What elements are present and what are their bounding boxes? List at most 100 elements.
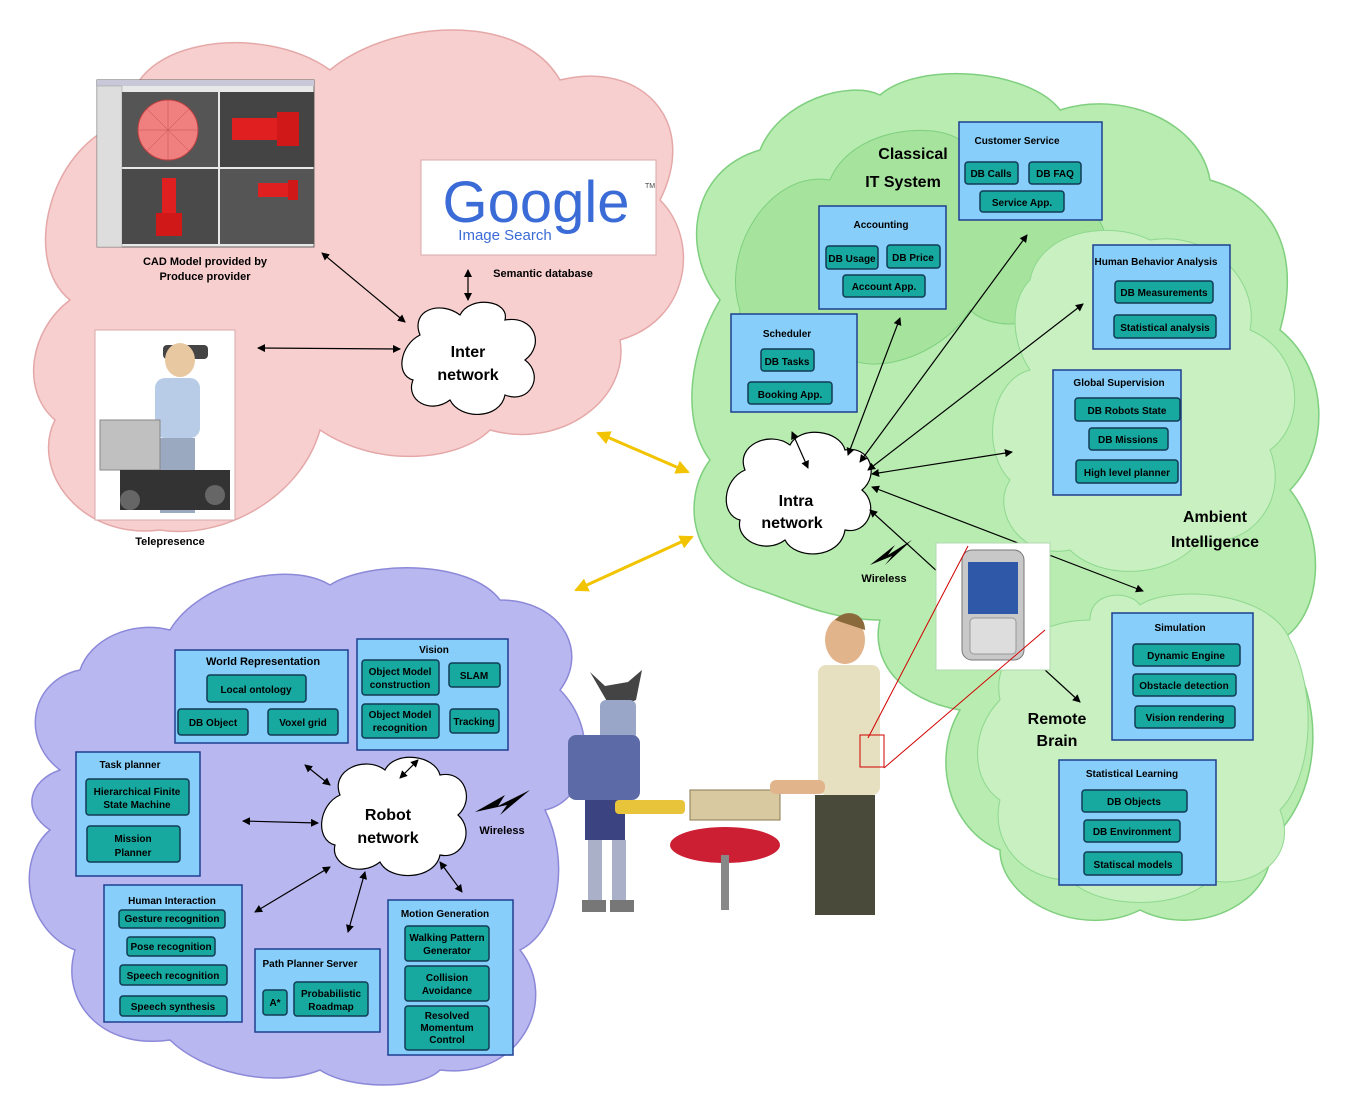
db-tasks: DB Tasks xyxy=(765,357,810,368)
classical-it-label-line1: Classical xyxy=(878,146,947,163)
voxel-grid: Voxel grid xyxy=(279,718,327,729)
google-image-search-logo: Google TM Image Search xyxy=(420,159,657,256)
statistical-learning-title: Statistical Learning xyxy=(1086,769,1178,780)
simulation-box: Simulation Dynamic Engine Obstacle detec… xyxy=(1111,612,1254,741)
google-tm: TM xyxy=(645,183,655,190)
arrow-robot-vision xyxy=(399,759,419,779)
probabilistic-roadmap-line2: Roadmap xyxy=(308,1002,354,1013)
object-model-recognition-line2: recognition xyxy=(373,723,427,734)
google-subtitle: Image Search xyxy=(458,227,551,244)
resolved-momentum-line3: Control xyxy=(429,1035,465,1046)
semantic-database-caption: Semantic database xyxy=(493,268,593,280)
world-representation-box: World Representation Local ontology DB O… xyxy=(174,649,349,744)
robot-human-photo xyxy=(568,545,1046,915)
speech-recognition: Speech recognition xyxy=(127,971,220,982)
vision-box: Vision Object Model construction SLAM Ob… xyxy=(356,638,509,751)
pose-recognition: Pose recognition xyxy=(130,942,211,953)
db-usage: DB Usage xyxy=(828,254,876,265)
vision-rendering: Vision rendering xyxy=(1146,713,1225,724)
gesture-recognition: Gesture recognition xyxy=(124,914,219,925)
db-calls: DB Calls xyxy=(970,169,1012,180)
remote-brain-line2: Brain xyxy=(1037,733,1078,750)
db-environment: DB Environment xyxy=(1093,827,1172,838)
a-star: A* xyxy=(269,998,280,1009)
scheduler-box: Scheduler DB Tasks Booking App. xyxy=(730,313,858,413)
accounting-title: Accounting xyxy=(854,220,909,231)
accounting-box: Accounting DB Usage DB Price Account App… xyxy=(818,205,947,310)
arrow-telepresence-internet xyxy=(257,344,401,353)
telepresence-photo xyxy=(94,329,236,521)
wireless-label-robot: Wireless xyxy=(479,825,524,837)
google-wordmark: Google xyxy=(442,170,629,235)
customer-service-title: Customer Service xyxy=(974,136,1059,147)
probabilistic-roadmap-line1: Probabilistic xyxy=(301,989,361,1000)
motion-generation-title: Motion Generation xyxy=(401,909,489,920)
walking-pattern-line2: Generator xyxy=(423,946,471,957)
db-objects: DB Objects xyxy=(1107,797,1161,808)
motion-generation-box: Motion Generation Walking Pattern Genera… xyxy=(387,899,514,1056)
yellow-arrow-internet-intranet xyxy=(596,431,690,474)
mission-planner-line1: Mission xyxy=(114,834,151,845)
cad-caption-line2: Produce provider xyxy=(159,271,251,283)
arrow-robot-human-interaction xyxy=(254,866,331,913)
arrow-robot-motion-generation xyxy=(439,861,463,893)
scheduler-title: Scheduler xyxy=(763,329,811,340)
human-interaction-title: Human Interaction xyxy=(128,896,216,907)
human-interaction-box: Human Interaction Gesture recognition Po… xyxy=(103,884,243,1023)
remote-brain-line1: Remote xyxy=(1028,711,1087,728)
cad-caption-line1: CAD Model provided by xyxy=(143,256,268,268)
intra-network-line2: network xyxy=(761,515,822,532)
collision-avoidance-line1: Collision xyxy=(426,973,468,984)
statistical-analysis: Statistical analysis xyxy=(1120,323,1210,334)
statiscal-models: Statiscal models xyxy=(1094,860,1173,871)
inter-network-node: Inter network xyxy=(401,301,536,415)
cad-model-screenshot xyxy=(96,79,315,248)
arrow-intra-global-supervision xyxy=(871,449,1013,477)
object-model-construction-line1: Object Model xyxy=(369,667,432,678)
slam: SLAM xyxy=(460,671,488,682)
service-app: Service App. xyxy=(992,198,1052,209)
statistical-learning-box: Statistical Learning DB Objects DB Envir… xyxy=(1058,759,1217,886)
walking-pattern-line1: Walking Pattern xyxy=(409,933,484,944)
db-price: DB Price xyxy=(892,253,934,264)
resolved-momentum-line2: Momentum xyxy=(420,1023,473,1034)
db-robots-state: DB Robots State xyxy=(1088,406,1167,417)
task-planner-box: Task planner Hierarchical Finite State M… xyxy=(75,751,201,877)
human-behavior-title: Human Behavior Analysis xyxy=(1094,257,1217,268)
human-behavior-analysis-box: Human Behavior Analysis DB Measurements … xyxy=(1092,244,1231,350)
pda-photo xyxy=(935,542,1051,671)
intra-network-line1: Intra xyxy=(779,493,814,510)
db-missions: DB Missions xyxy=(1098,435,1158,446)
ambient-intelligence-line1: Ambient xyxy=(1183,509,1248,526)
inter-network-line1: Inter xyxy=(451,344,486,361)
ambient-intelligence-line2: Intelligence xyxy=(1171,534,1259,551)
yellow-arrow-robot-intranet xyxy=(574,535,694,592)
obstacle-detection: Obstacle detection xyxy=(1139,681,1228,692)
tracking: Tracking xyxy=(453,717,494,728)
booking-app: Booking App. xyxy=(758,390,823,401)
arrow-robot-world xyxy=(304,764,331,786)
robot-network-node: Robot network xyxy=(321,756,468,876)
resolved-momentum-line1: Resolved xyxy=(425,1011,469,1022)
dynamic-engine: Dynamic Engine xyxy=(1147,651,1225,662)
wireless-bolt-icon xyxy=(475,790,530,815)
speech-synthesis: Speech synthesis xyxy=(131,1002,216,1013)
mission-planner-line2: Planner xyxy=(115,848,152,859)
object-model-recognition-line1: Object Model xyxy=(369,710,432,721)
robot-network-line2: network xyxy=(357,830,418,847)
arrow-cad-internet xyxy=(321,252,406,323)
simulation-title: Simulation xyxy=(1154,623,1205,634)
inter-network-line2: network xyxy=(437,367,498,384)
arrow-intra-human-behavior xyxy=(867,303,1084,471)
local-ontology: Local ontology xyxy=(220,685,292,696)
db-measurements: DB Measurements xyxy=(1120,288,1208,299)
global-supervision-title: Global Supervision xyxy=(1073,378,1164,389)
classical-it-label-line2: IT System xyxy=(865,174,941,191)
arrow-intra-scheduler xyxy=(791,431,809,469)
db-object: DB Object xyxy=(189,718,238,729)
wireless-label-intra: Wireless xyxy=(861,573,906,585)
task-planner-title: Task planner xyxy=(100,760,161,771)
wireless-bolt-icon xyxy=(870,540,912,565)
vision-title: Vision xyxy=(419,645,449,656)
arrow-robot-task-planner xyxy=(242,817,319,827)
